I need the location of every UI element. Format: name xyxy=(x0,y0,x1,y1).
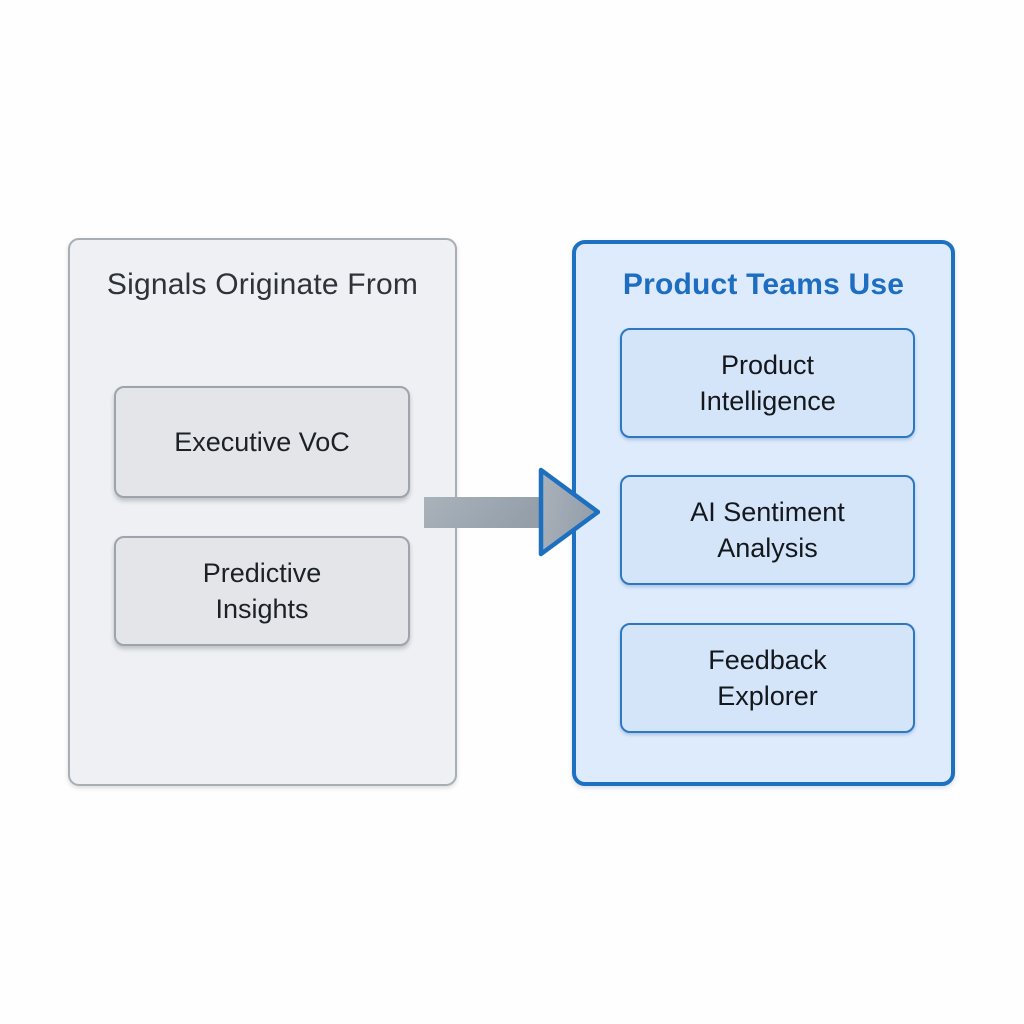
node-product-intelligence: Product Intelligence xyxy=(620,328,915,438)
right-arrow-icon xyxy=(424,467,600,557)
arrow-shaft xyxy=(424,497,543,528)
node-executive-voc: Executive VoC xyxy=(114,386,410,498)
node-feedback-explorer: Feedback Explorer xyxy=(620,623,915,733)
node-feedback-explorer-label: Feedback Explorer xyxy=(708,644,827,711)
node-predictive-insights: Predictive Insights xyxy=(114,536,410,646)
product-teams-panel: Product Teams Use Product Intelligence A… xyxy=(572,240,955,786)
node-predictive-insights-label: Predictive Insights xyxy=(202,557,322,624)
node-executive-voc-label: Executive VoC xyxy=(174,426,350,457)
signals-originate-title: Signals Originate From xyxy=(106,268,419,301)
signals-originate-panel: Signals Originate From Executive VoC Pre… xyxy=(68,238,457,786)
node-ai-sentiment-analysis: AI Sentiment Analysis xyxy=(620,475,915,585)
arrow-head xyxy=(538,467,600,557)
product-teams-title: Product Teams Use xyxy=(622,268,905,301)
node-ai-sentiment-analysis-label: AI Sentiment Analysis xyxy=(690,496,845,563)
node-product-intelligence-label: Product Intelligence xyxy=(699,349,836,416)
